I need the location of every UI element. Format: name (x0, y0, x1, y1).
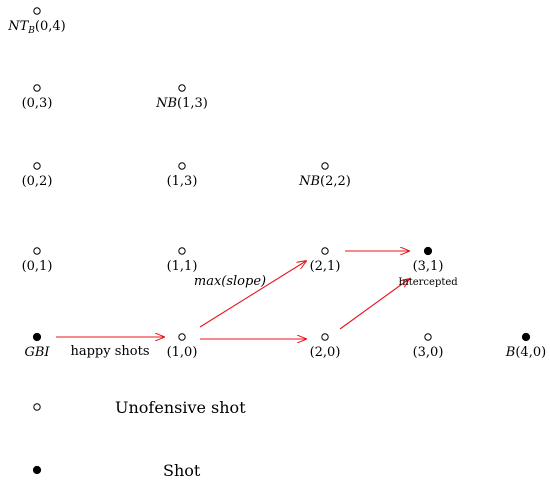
node-n10: (1,0) (167, 333, 198, 360)
unofensive-node-icon (321, 162, 329, 170)
node-coord: (1,3) (167, 174, 198, 189)
node-coord: (2,2) (320, 174, 351, 189)
node-n13: (1,3) (167, 162, 198, 189)
node-n02: (0,2) (22, 162, 53, 189)
node-label: (0,3) (22, 96, 53, 111)
node-label: (3,1) (413, 259, 444, 274)
node-n03: (0,3) (22, 84, 53, 111)
node-b40: B(4,0) (505, 332, 546, 360)
node-coord: (2,0) (310, 345, 341, 360)
node-label: (2,1) (310, 259, 341, 274)
unofensive-node-icon (33, 247, 41, 255)
node-label: (1,1) (167, 259, 198, 274)
node-coord: (2,1) (310, 259, 341, 274)
unofensive-legend-icon (33, 403, 41, 411)
node-n20: (2,0) (310, 333, 341, 360)
unofensive-node-icon (424, 333, 432, 341)
unofensive-node-icon (321, 247, 329, 255)
node-n31: (3,1) (413, 246, 444, 274)
node-label: NB(1,3) (155, 96, 208, 111)
node-coord: (0,1) (22, 259, 53, 274)
unofensive-node-icon (178, 247, 186, 255)
unofensive-node-icon (178, 333, 186, 341)
node-coord: (0,2) (22, 174, 53, 189)
node-label: B(4,0) (505, 345, 546, 360)
node-coord: (3,0) (413, 345, 444, 360)
shot-legend-icon (32, 465, 42, 475)
nodes-layer: NTB(0,4)(0,3)NB(1,3)(0,2)(1,3)NB(2,2)(0,… (7, 7, 546, 360)
legend-item: Shot (32, 461, 201, 480)
node-nb22: NB(2,2) (298, 162, 351, 189)
node-label: (2,0) (310, 345, 341, 360)
node-n01: (0,1) (22, 247, 53, 274)
node-n30: (3,0) (413, 333, 444, 360)
node-nt04: NTB(0,4) (7, 7, 66, 36)
node-label: (0,2) (22, 174, 53, 189)
node-coord: (0,4) (35, 19, 66, 34)
node-coord: (4,0) (515, 345, 546, 360)
shot-node-icon (423, 246, 433, 256)
node-label: (1,3) (167, 174, 198, 189)
unofensive-node-icon (178, 162, 186, 170)
node-label: (1,0) (167, 345, 198, 360)
node-prefix: GBI (24, 345, 50, 360)
node-label: (3,0) (413, 345, 444, 360)
legend-label: Shot (163, 461, 201, 480)
edge-label: happy shots (70, 344, 149, 359)
node-n21: (2,1) (310, 247, 341, 274)
node-label: NB(2,2) (298, 174, 351, 189)
legend-item: Unofensive shot (33, 398, 246, 417)
unofensive-node-icon (33, 162, 41, 170)
arrow-n20-to-n31 (339, 279, 409, 330)
intercepted-annotation: Intercepted (398, 277, 458, 288)
node-coord: (3,1) (413, 259, 444, 274)
node-label: GBI (24, 345, 50, 360)
node-label: NTB(0,4) (7, 19, 66, 36)
node-label: (0,1) (22, 259, 53, 274)
edges-layer: happy shots max(slope) (56, 251, 409, 359)
node-coord: (1,0) (167, 345, 198, 360)
unofensive-node-icon (33, 84, 41, 92)
node-prefix: B (505, 345, 516, 360)
node-subscript: B (27, 26, 35, 36)
arrow-n10-to-n21 (199, 261, 306, 328)
node-nb13: NB(1,3) (155, 84, 208, 111)
node-prefix: NB (298, 174, 320, 189)
node-coord: (0,3) (22, 96, 53, 111)
node-prefix: NT (7, 19, 29, 34)
edge-label: max(slope) (194, 274, 266, 289)
node-coord: (1,3) (177, 96, 208, 111)
node-n11: (1,1) (167, 247, 198, 274)
unofensive-node-icon (33, 7, 41, 15)
node-gbi: GBI (24, 332, 50, 360)
unofensive-node-icon (321, 333, 329, 341)
shot-node-icon (32, 332, 42, 342)
node-coord: (1,1) (167, 259, 198, 274)
node-prefix: NB (155, 96, 177, 111)
legend-label: Unofensive shot (115, 398, 246, 417)
shot-node-icon (521, 332, 531, 342)
unofensive-node-icon (178, 84, 186, 92)
